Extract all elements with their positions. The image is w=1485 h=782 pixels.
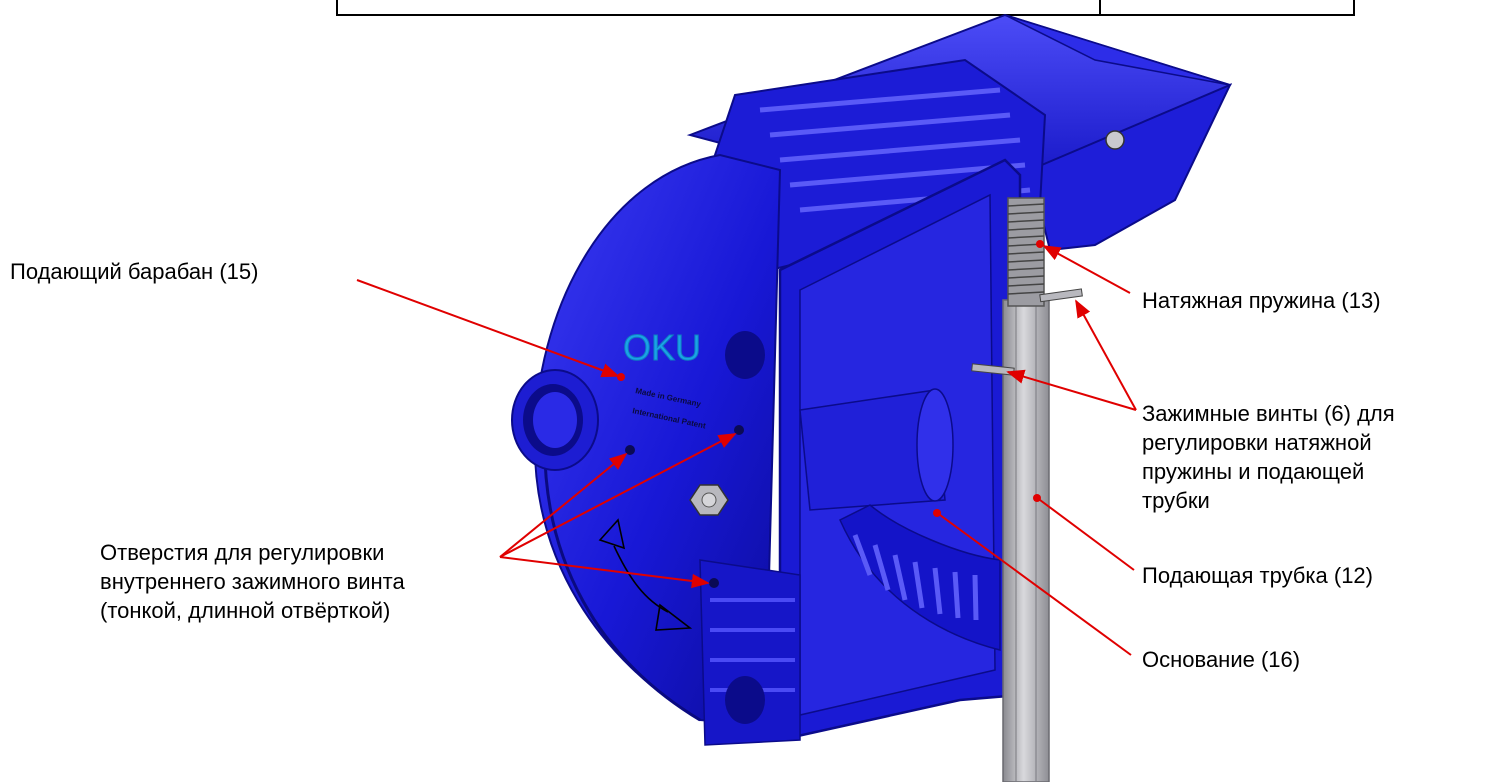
callout-hole-3 [499,556,710,589]
callout-tension-spring [1042,245,1131,294]
callout-clamp-upper [1075,299,1137,411]
callout-hole-1 [499,452,628,558]
clamp-screw-upper [1039,288,1083,303]
callout-base [939,514,1132,656]
label-feed-tube: Подающая трубка (12) [1142,563,1373,588]
adjust-hole-1 [625,445,635,455]
label-adjust-holes: Отверстия для регулировки внутреннего за… [100,540,405,623]
adjust-hole-2 [734,425,744,435]
callout-feed-tube [1039,499,1135,571]
callouts [356,240,1137,656]
callout-clamp-lower [1006,369,1137,411]
logo-text: OKU [623,327,701,368]
hopper-screw [1105,130,1125,150]
rotation-arrow-icon [598,518,693,631]
callout-hole-2 [499,433,737,558]
callout-feed-drum [356,279,620,378]
label-clamp-screws: Зажимные винты (6) для регулировки натяж… [1142,401,1395,513]
clamp-screws [971,288,1083,376]
label-base: Основание (16) [1142,647,1301,672]
table-divider [1099,0,1101,14]
base-frame [699,158,1022,746]
label-tension-spring: Натяжная пружина (13) [1142,288,1381,313]
table-border [336,0,1355,16]
tension-spring [1007,197,1045,307]
inlet-stub [511,369,599,471]
label-feed-drum: Подающий барабан (15) [10,259,259,284]
adjust-hole-3 [709,578,719,588]
